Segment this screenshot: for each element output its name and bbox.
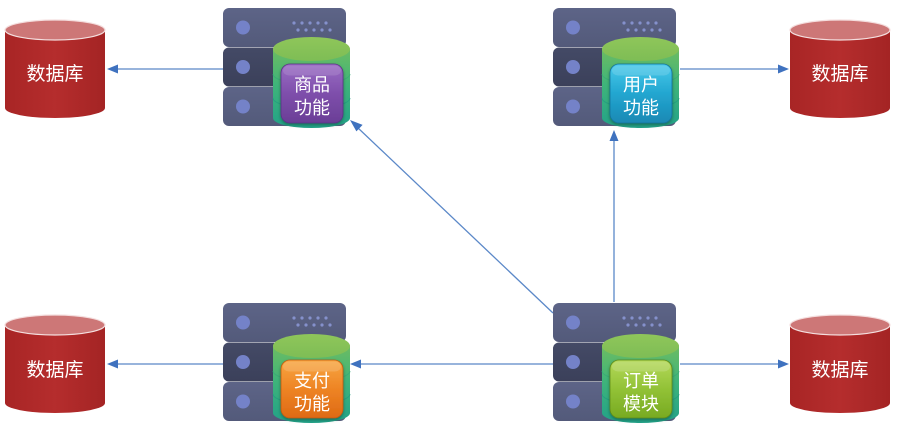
server-led-icon	[566, 394, 580, 409]
server-led-icon	[566, 315, 580, 330]
server-vent-dots-icon	[622, 21, 662, 32]
database-label: 数据库	[811, 359, 868, 381]
server-led-icon	[236, 394, 250, 409]
database-label: 数据库	[26, 63, 83, 85]
service-label-line1: 支付	[294, 371, 330, 392]
arrowhead-diagonal-icon	[350, 120, 363, 132]
server-led-icon	[236, 315, 250, 330]
edge-order-to-product	[350, 120, 554, 314]
database-user[interactable]: 数据库	[789, 19, 891, 118]
database-order[interactable]: 数据库	[789, 314, 891, 413]
service-label-tile	[280, 63, 344, 124]
server-led-icon	[236, 20, 250, 35]
server-led-icon	[566, 60, 580, 74]
service-label-tile	[609, 359, 673, 419]
service-label-line2: 模块	[623, 394, 659, 415]
server-vent-dots-icon	[292, 21, 332, 32]
server-vent-dots-icon	[292, 316, 332, 327]
server-led-icon	[566, 355, 580, 369]
arrowhead-left-icon	[350, 359, 361, 369]
service-user[interactable]: 用户 功能	[553, 8, 680, 128]
edge-order-to-user	[609, 130, 619, 302]
database-cylinder-icon	[4, 19, 106, 118]
service-label-line1: 订单	[623, 371, 659, 392]
edge-product-to-database	[107, 64, 223, 74]
arrowhead-right-icon	[778, 64, 789, 74]
service-label-tile	[280, 359, 344, 419]
service-label-line1: 用户	[623, 75, 659, 96]
database-label: 数据库	[26, 359, 83, 381]
service-payment[interactable]: 支付 功能	[223, 303, 351, 423]
service-product[interactable]: 商品 功能	[223, 8, 351, 128]
edge-payment-to-database	[107, 359, 223, 369]
server-led-icon	[566, 20, 580, 35]
arrowhead-right-icon	[778, 359, 789, 369]
arrowhead-left-icon	[107, 359, 118, 369]
server-led-icon	[236, 99, 250, 114]
server-led-icon	[236, 60, 250, 74]
database-cylinder-icon	[789, 19, 891, 118]
database-cylinder-icon	[4, 314, 106, 413]
service-label-line2: 功能	[294, 98, 330, 119]
server-vent-dots-icon	[622, 316, 662, 327]
arrowhead-left-icon	[107, 64, 118, 74]
database-product[interactable]: 数据库	[4, 19, 106, 118]
database-label: 数据库	[811, 63, 868, 85]
service-label-line2: 功能	[623, 98, 659, 119]
edges	[107, 64, 789, 369]
arrowhead-up-icon	[609, 130, 619, 141]
edge-order-to-payment	[350, 359, 553, 369]
edge-user-to-database	[680, 64, 789, 74]
service-order[interactable]: 订单 模块	[553, 303, 680, 423]
service-label-tile	[609, 63, 673, 124]
edge-order-to-database	[680, 359, 789, 369]
service-label-line1: 商品	[294, 75, 330, 96]
server-led-icon	[236, 355, 250, 369]
server-led-icon	[566, 99, 580, 114]
database-payment[interactable]: 数据库	[4, 314, 106, 413]
service-label-line2: 功能	[294, 394, 330, 415]
database-cylinder-icon	[789, 314, 891, 413]
